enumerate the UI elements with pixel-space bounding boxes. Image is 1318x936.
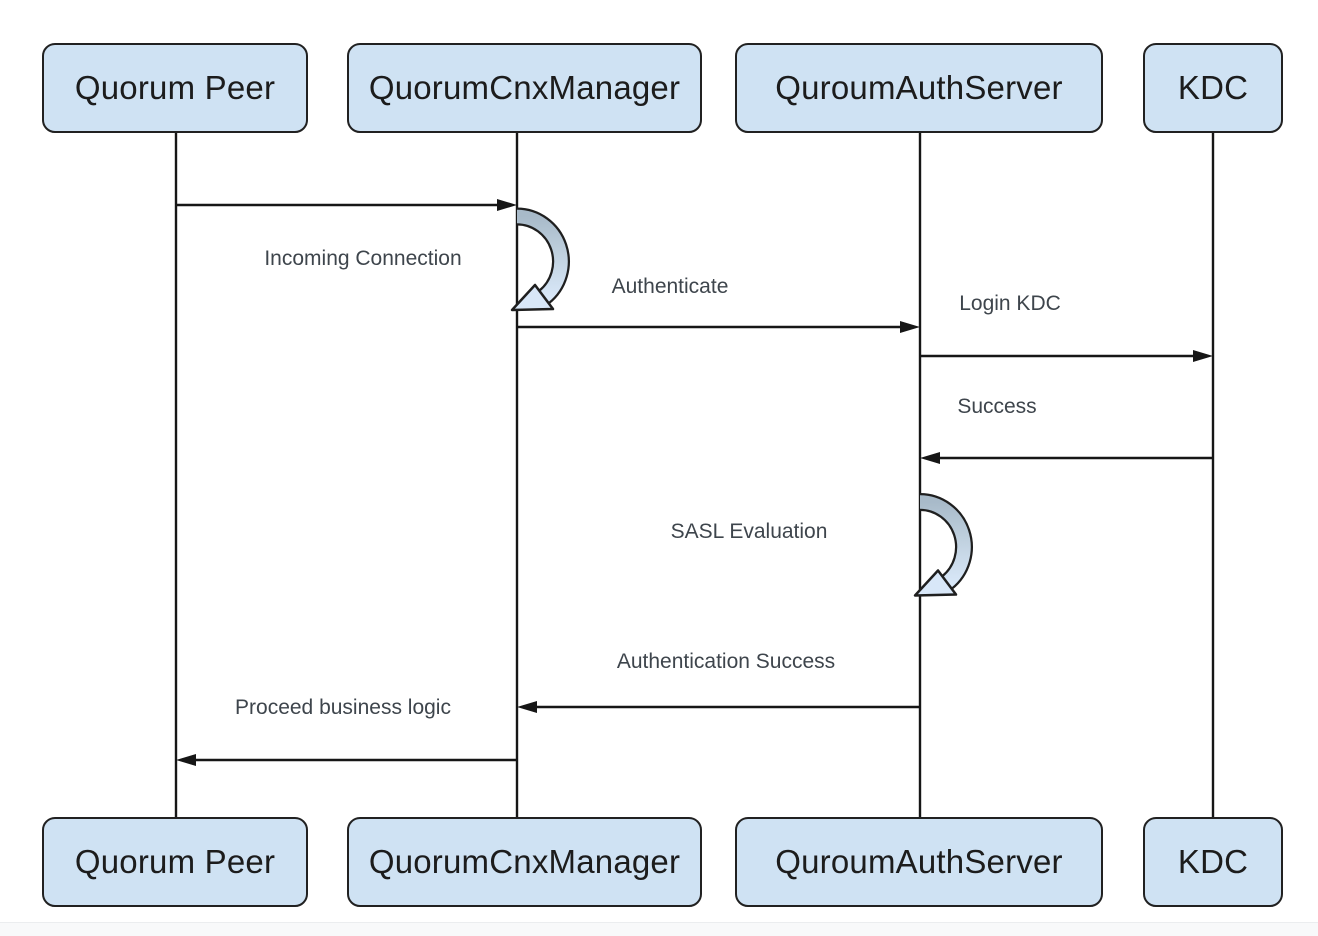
message-arrow-authentication-success — [517, 701, 920, 713]
self-loop-quorum-cnx-manager — [510, 207, 570, 312]
self-loop-quroum-auth-server — [913, 493, 973, 597]
message-arrow-success — [920, 452, 1213, 464]
message-label-incoming-connection: Incoming Connection — [264, 247, 462, 270]
actor-box-quorum-cnx-manager-top: QuorumCnxManager — [347, 43, 702, 133]
actor-box-quroum-auth-server-bottom: QuroumAuthServer — [735, 817, 1103, 907]
actor-box-quorum-cnx-manager-bottom: QuorumCnxManager — [347, 817, 702, 907]
message-arrow-login-kdc — [920, 350, 1213, 362]
actor-box-kdc-top: KDC — [1143, 43, 1283, 133]
message-label-authentication-success: Authentication Success — [616, 650, 836, 673]
message-label-login-kdc: Login KDC — [959, 292, 1061, 315]
actor-box-kdc-bottom: KDC — [1143, 817, 1283, 907]
message-arrow-proceed-business-logic — [176, 754, 517, 766]
message-label-sasl-evaluation: SASL Evaluation — [670, 520, 828, 543]
bottom-page-strip — [0, 922, 1318, 936]
actor-box-quorum-peer-bottom: Quorum Peer — [42, 817, 308, 907]
message-arrow-authenticate — [517, 321, 920, 333]
message-label-proceed-business-logic: Proceed business logic — [235, 696, 451, 719]
message-label-success: Success — [957, 395, 1037, 418]
message-label-authenticate: Authenticate — [611, 275, 729, 298]
message-arrow-incoming-connection — [176, 199, 517, 211]
actor-box-quorum-peer-top: Quorum Peer — [42, 43, 308, 133]
actor-box-quroum-auth-server-top: QuroumAuthServer — [735, 43, 1103, 133]
